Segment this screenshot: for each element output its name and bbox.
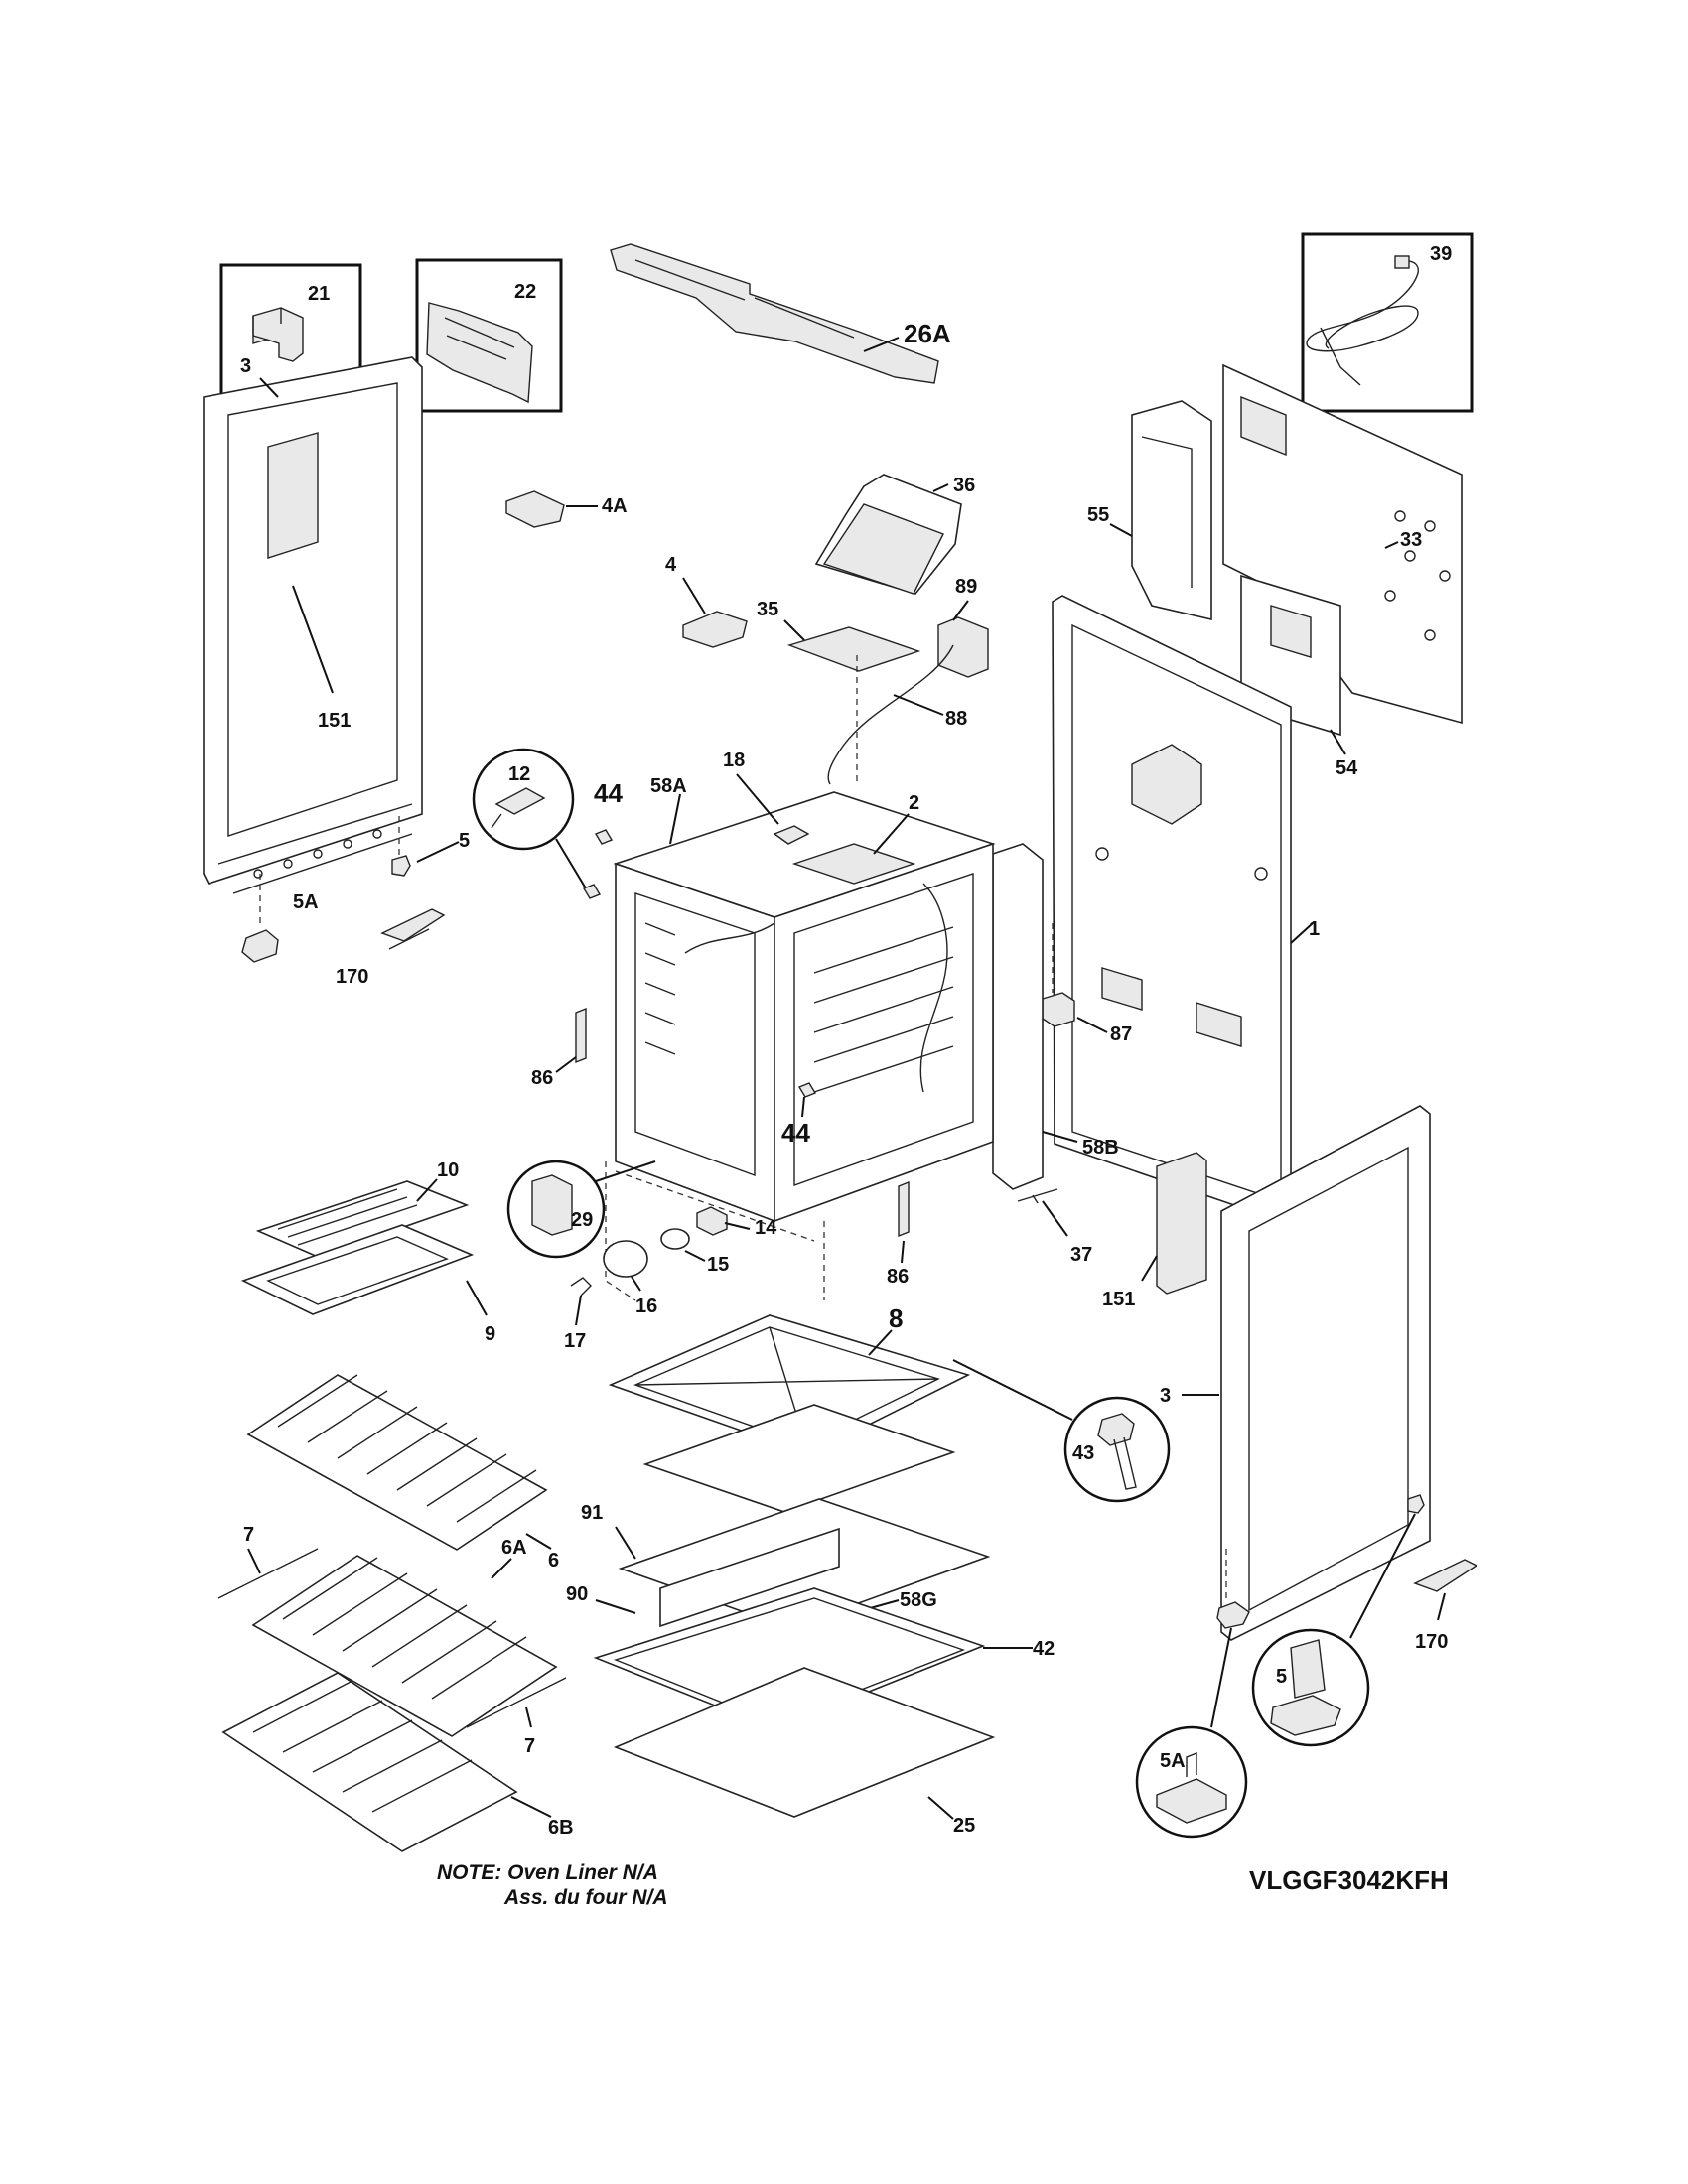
label-3-left: 3 [240, 355, 251, 377]
part-26A-bracket: 26A [610, 243, 951, 384]
label-4: 4 [665, 554, 677, 576]
part-10-9-broiler: 10 9 [240, 1160, 495, 1345]
part-55-33-54-back-shields: 55 33 54 [1087, 363, 1463, 779]
part-4A: 4A [505, 490, 628, 528]
part-44-mid: 44 [781, 1082, 817, 1148]
label-151-right: 151 [1102, 1289, 1135, 1310]
label-18: 18 [723, 750, 745, 771]
label-87: 87 [1110, 1024, 1132, 1045]
label-43: 43 [1072, 1442, 1094, 1464]
label-44-mid: 44 [781, 1118, 810, 1148]
part-12-inset: 12 44 [472, 748, 623, 899]
label-6A: 6A [501, 1537, 527, 1559]
label-90: 90 [566, 1583, 588, 1605]
label-2: 2 [909, 792, 919, 814]
label-39: 39 [1430, 243, 1452, 265]
label-15: 15 [707, 1254, 729, 1276]
part-8-bottom-panel: 8 [608, 1303, 1073, 1455]
label-5A-left: 5A [293, 891, 319, 913]
label-86-left: 86 [531, 1067, 553, 1089]
label-89: 89 [955, 576, 977, 598]
label-6: 6 [548, 1550, 559, 1571]
label-170-right: 170 [1415, 1631, 1448, 1653]
label-54: 54 [1336, 757, 1358, 779]
label-88: 88 [945, 708, 967, 730]
part-86-left: 86 [531, 1007, 587, 1089]
label-5A-right: 5A [1160, 1750, 1186, 1772]
part-3-left-side-panel: 3 151 [203, 355, 423, 894]
label-25: 25 [953, 1815, 975, 1837]
label-91: 91 [581, 1502, 603, 1524]
part-87: 87 [1042, 923, 1132, 1045]
label-26A: 26A [904, 319, 951, 348]
label-14: 14 [755, 1217, 777, 1239]
label-5-left: 5 [459, 830, 470, 852]
label-7-bottom: 7 [524, 1735, 535, 1757]
note-line-1: NOTE: Oven Liner N/A [437, 1861, 658, 1884]
note-line-2: Ass. du four N/A [503, 1886, 668, 1909]
label-17: 17 [564, 1330, 586, 1352]
part-86-right: 86 [887, 1180, 910, 1288]
part-6B-rack: 6B [221, 1672, 574, 1852]
label-58B: 58B [1082, 1137, 1119, 1159]
label-86-right: 86 [887, 1266, 909, 1288]
label-3-right: 3 [1160, 1385, 1171, 1407]
label-12: 12 [508, 763, 530, 785]
part-58B-insulation: 58B [992, 843, 1119, 1190]
label-1: 1 [1309, 918, 1320, 940]
inset-39: 39 [1301, 232, 1474, 413]
label-4A: 4A [602, 495, 628, 517]
label-58G: 58G [900, 1589, 937, 1611]
part-43-inset: 43 [1063, 1396, 1171, 1503]
label-29: 29 [571, 1209, 593, 1231]
label-21: 21 [308, 283, 330, 305]
label-35: 35 [757, 599, 778, 620]
label-37: 37 [1070, 1244, 1092, 1266]
label-36: 36 [953, 475, 975, 496]
label-6B: 6B [548, 1817, 574, 1839]
part-36-35-89-88: 36 35 89 88 [757, 474, 989, 785]
label-10: 10 [437, 1160, 459, 1181]
label-5-right: 5 [1276, 1666, 1287, 1688]
part-37: 37 [1017, 1188, 1092, 1266]
inset-22: 22 [415, 258, 563, 413]
part-storage-drawer: 82 91 90 58G 42 25 [566, 1404, 1055, 1837]
label-42: 42 [1033, 1638, 1055, 1660]
label-7-top: 7 [243, 1524, 254, 1546]
part-4: 4 [665, 554, 748, 648]
part-6-rack: 6 [246, 1374, 559, 1571]
label-22: 22 [514, 281, 536, 303]
part-light-assembly: 14 15 16 17 [564, 1206, 777, 1352]
label-44-top: 44 [594, 778, 623, 808]
part-1-back-panel: 1 [1052, 595, 1320, 1220]
label-33: 33 [1400, 529, 1422, 551]
part-6A-rack: 6A 7 7 [217, 1524, 567, 1757]
part-58A-oven-cavity: 2 18 58A [605, 750, 996, 1301]
label-151-left: 151 [318, 710, 351, 732]
label-16: 16 [635, 1296, 657, 1317]
label-170-left: 170 [336, 966, 368, 988]
leveler-assembly-left: 5 5A 170 [241, 816, 470, 988]
part-29-inset: 29 [506, 1160, 656, 1259]
label-58A: 58A [650, 775, 687, 797]
leveler-assembly-right: 5 5A 170 [1135, 1494, 1478, 1839]
part-3-right-side-panel: 151 3 [1102, 1105, 1431, 1641]
label-8: 8 [889, 1303, 903, 1333]
label-55: 55 [1087, 504, 1109, 526]
model-number: VLGGF3042KFH [1249, 1865, 1449, 1895]
label-9: 9 [485, 1323, 495, 1345]
